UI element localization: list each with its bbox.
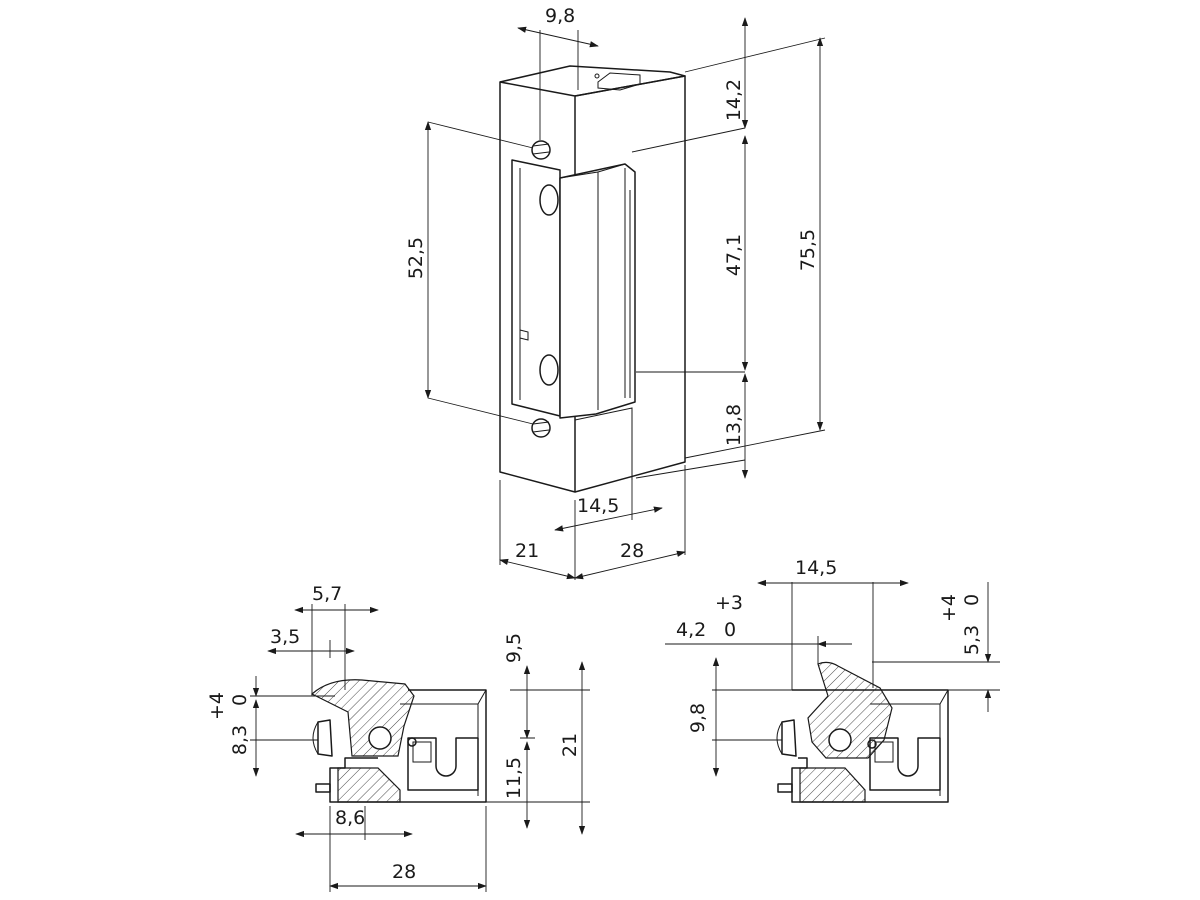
latch-opening-inner [519, 168, 529, 400]
dim-total-height: 75,5 [797, 229, 819, 271]
roller-arc-left [312, 721, 319, 755]
cavity-cap-right [874, 741, 894, 763]
dim-horiz-plus: +3 [715, 592, 743, 614]
dim-base-offset: 8,6 [335, 807, 365, 829]
body-side [574, 75, 686, 493]
dim-front-depth: 21 [515, 540, 539, 562]
top-hole [594, 73, 600, 79]
dim-line-front-depth [499, 558, 576, 580]
dim-body-width: 28 [620, 540, 644, 562]
latch-right [807, 661, 893, 759]
cavity-right [869, 737, 941, 791]
dim-lower-height: 11,5 [503, 757, 525, 799]
pivot-left-icon [368, 726, 392, 750]
dim-top-height: 14,2 [723, 79, 745, 121]
dim-horiz-value: 4,2 [676, 619, 706, 641]
front-view: 9,8 14,2 47,1 13,8 75,5 52,5 14,5 21 28 [405, 5, 826, 580]
dim-screw-pitch: 52,5 [405, 237, 427, 279]
pin-right-icon [867, 739, 877, 749]
cavity-cap-left [412, 741, 432, 763]
dim-latch-height-right: 9,8 [687, 703, 709, 733]
body-lower-edge [574, 407, 633, 480]
dim-total-height-left: 21 [559, 733, 581, 757]
spring-roller-left [317, 719, 333, 757]
dim-latch-width: 14,5 [577, 495, 619, 517]
latch-opening [511, 159, 561, 417]
dim-line-latch-width [554, 506, 663, 532]
screw-bottom-icon [531, 418, 551, 438]
dim-vert-value: 5,3 [961, 625, 983, 655]
dim-base-width: 28 [392, 861, 416, 883]
dim-latch-height: 47,1 [723, 234, 745, 276]
dim-line-screw-spacing [517, 26, 599, 48]
dim-screw-spacing: 9,8 [545, 5, 575, 27]
screw-top-icon [531, 140, 551, 160]
dim-vert-zero: 0 [961, 594, 983, 606]
spring-roller-right [781, 719, 797, 757]
base-wall-right [799, 767, 866, 803]
dim-vert-plus: +4 [938, 594, 960, 622]
dim-bottom-height: 13,8 [723, 404, 745, 446]
roller-top [539, 184, 559, 216]
dim-overhang: 5,7 [312, 583, 342, 605]
latch-edges [559, 163, 631, 410]
dim-lip: 3,5 [270, 626, 300, 648]
extension-lines-left [250, 604, 590, 892]
section-left: 5,7 3,5 +4 0 8,3 9,5 11,5 21 8,6 28 [206, 583, 590, 892]
cavity-left [407, 737, 479, 791]
dim-horiz-zero: 0 [724, 619, 736, 641]
pin-left-icon [407, 737, 417, 747]
dim-line-body-width [574, 550, 686, 580]
base-wall-left [337, 767, 401, 803]
extension-lines [427, 30, 826, 580]
mount-lug-right [777, 783, 793, 793]
pivot-right-icon [828, 728, 852, 752]
section-right: 14,5 +3 0 4,2 +4 0 5,3 9,8 [665, 557, 1000, 803]
dim-adjust-plus: +4 [206, 692, 228, 720]
dim-upper-height: 9,5 [503, 633, 525, 663]
dim-latch-width-right: 14,5 [795, 557, 837, 579]
mount-lug-left [315, 783, 331, 793]
roller-arc-right [776, 721, 783, 755]
roller-bottom [539, 354, 559, 386]
dim-adjust-zero: 0 [229, 694, 251, 706]
dim-latch-offset: 8,3 [229, 725, 251, 755]
